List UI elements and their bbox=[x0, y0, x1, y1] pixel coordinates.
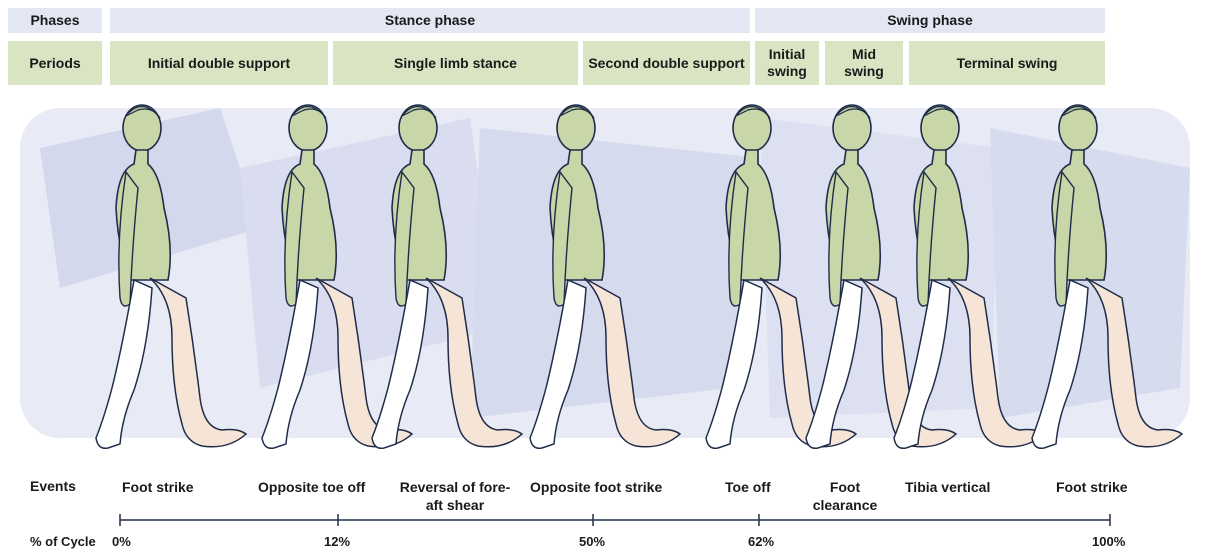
event-opposite-toe-off: Opposite toe off bbox=[258, 478, 365, 496]
cycle-label-0: 0% bbox=[112, 534, 131, 549]
periods-row-label: Periods bbox=[8, 41, 102, 85]
cycle-label-50: 50% bbox=[579, 534, 605, 549]
period-second-double-support: Second double support bbox=[583, 41, 750, 85]
event-foot-strike: Foot strike bbox=[122, 478, 194, 496]
event-tibia-vertical: Tibia vertical bbox=[905, 478, 990, 496]
cycle-label-62: 62% bbox=[748, 534, 774, 549]
period-initial-double-support: Initial double support bbox=[110, 41, 328, 85]
event-reversal-fore-aft-shear: Reversal of fore-aft shear bbox=[395, 478, 515, 514]
cycle-row-label: % of Cycle bbox=[30, 534, 96, 549]
stance-phase-header: Stance phase bbox=[110, 8, 750, 33]
cycle-label-100: 100% bbox=[1092, 534, 1125, 549]
event-foot-clearance: Foot clearance bbox=[810, 478, 880, 514]
events-row-label: Events bbox=[30, 478, 76, 494]
cycle-label-12: 12% bbox=[324, 534, 350, 549]
period-single-limb-stance: Single limb stance bbox=[333, 41, 578, 85]
event-foot-strike-end: Foot strike bbox=[1056, 478, 1128, 496]
period-mid-swing: Mid swing bbox=[825, 41, 903, 85]
period-terminal-swing: Terminal swing bbox=[909, 41, 1105, 85]
period-initial-swing: Initial swing bbox=[755, 41, 819, 85]
cycle-axis bbox=[0, 510, 1220, 530]
phases-row-label: Phases bbox=[8, 8, 102, 33]
event-opposite-foot-strike: Opposite foot strike bbox=[530, 478, 662, 496]
swing-phase-header: Swing phase bbox=[755, 8, 1105, 33]
gait-cycle-illustration bbox=[0, 88, 1220, 460]
event-toe-off: Toe off bbox=[725, 478, 771, 496]
